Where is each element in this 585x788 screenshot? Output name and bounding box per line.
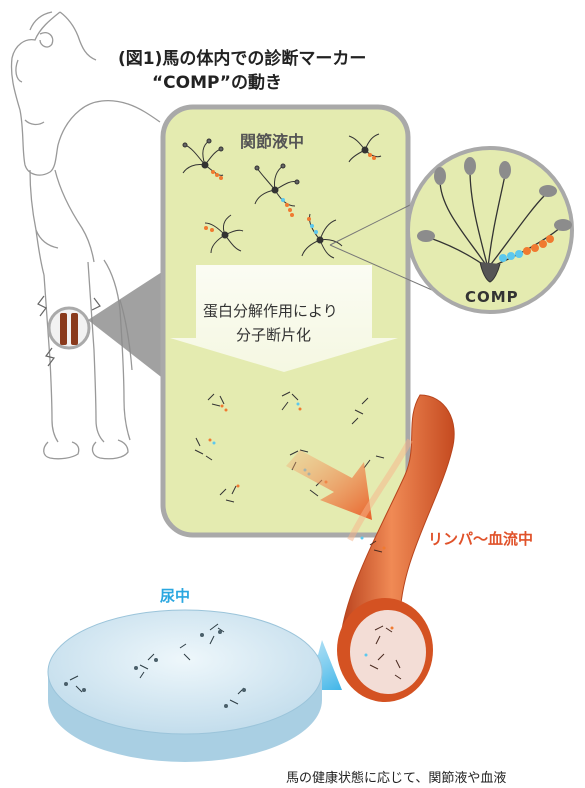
figure-subtitle: “COMP”の動き [152, 68, 282, 93]
horse-outline [11, 12, 160, 459]
fragmentation-text-line2: 分子断片化 [236, 324, 311, 345]
footer-text: 馬の健康状態に応じて、関節液や血液 [286, 767, 506, 786]
comp-label: COMP [465, 288, 519, 306]
blood-label: リンパ〜血流中 [428, 528, 533, 549]
zoom-connector [88, 270, 165, 380]
figure-title: (図1)馬の体内での診断マーカー [118, 44, 366, 69]
fragmentation-text-line1: 蛋白分解作用により [203, 300, 338, 321]
urine-label: 尿中 [160, 585, 190, 606]
urine-dish-top [48, 610, 322, 734]
joint-fluid-label: 関節液中 [240, 128, 304, 152]
